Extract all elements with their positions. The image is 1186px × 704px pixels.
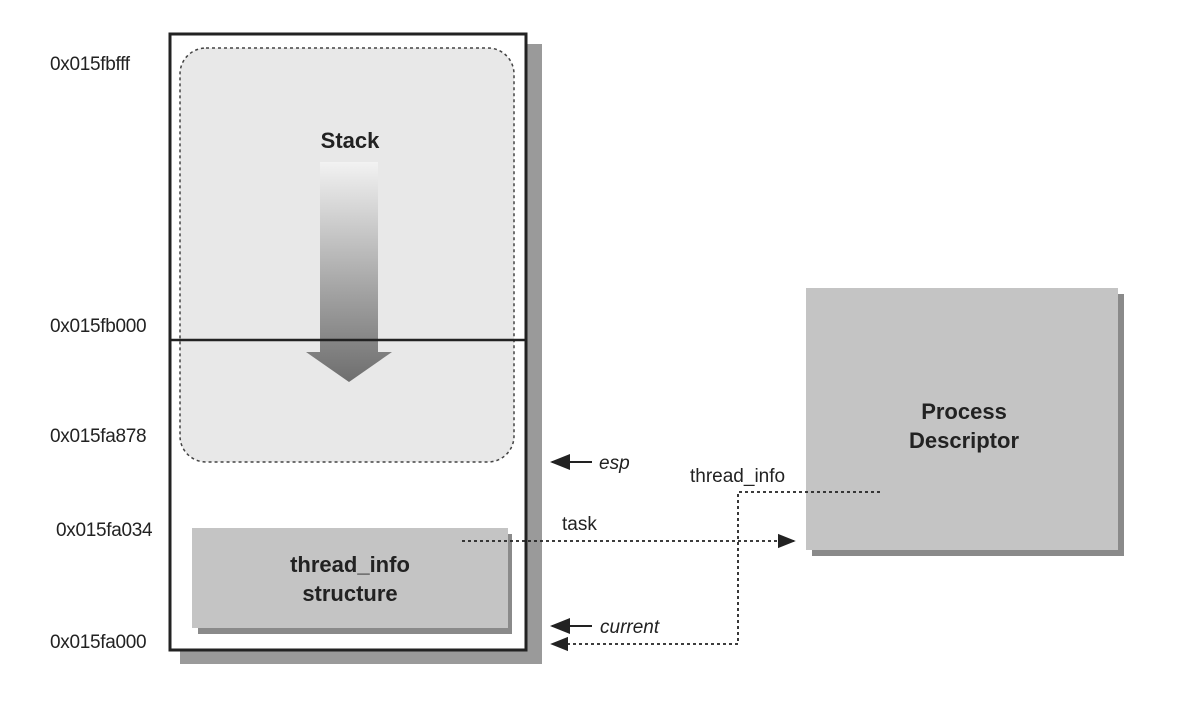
address-page-boundary-label: 0x015fb000: [50, 316, 147, 337]
address-bottom-label: 0x015fa000: [50, 632, 147, 653]
address-task-label: 0x015fa034: [56, 520, 153, 541]
task-field-label: task: [562, 514, 597, 535]
stack-label: Stack: [321, 128, 380, 153]
thread-info-box-line2: structure: [302, 581, 397, 606]
thread-info-box: [192, 528, 508, 628]
current-pointer-label: current: [600, 617, 660, 638]
esp-pointer-label: esp: [599, 453, 630, 474]
thread-info-link: [550, 491, 880, 652]
address-esp-label: 0x015fa878: [50, 426, 147, 447]
thread-info-box-line1: thread_info: [290, 552, 410, 577]
process-descriptor-line1: Process: [921, 399, 1007, 424]
address-top-label: 0x015fbfff: [50, 54, 130, 75]
thread-info-field-label: thread_info: [690, 466, 785, 487]
process-descriptor-box: [806, 288, 1118, 550]
process-descriptor-line2: Descriptor: [909, 428, 1019, 453]
stack-growth-arrow: [306, 162, 392, 382]
